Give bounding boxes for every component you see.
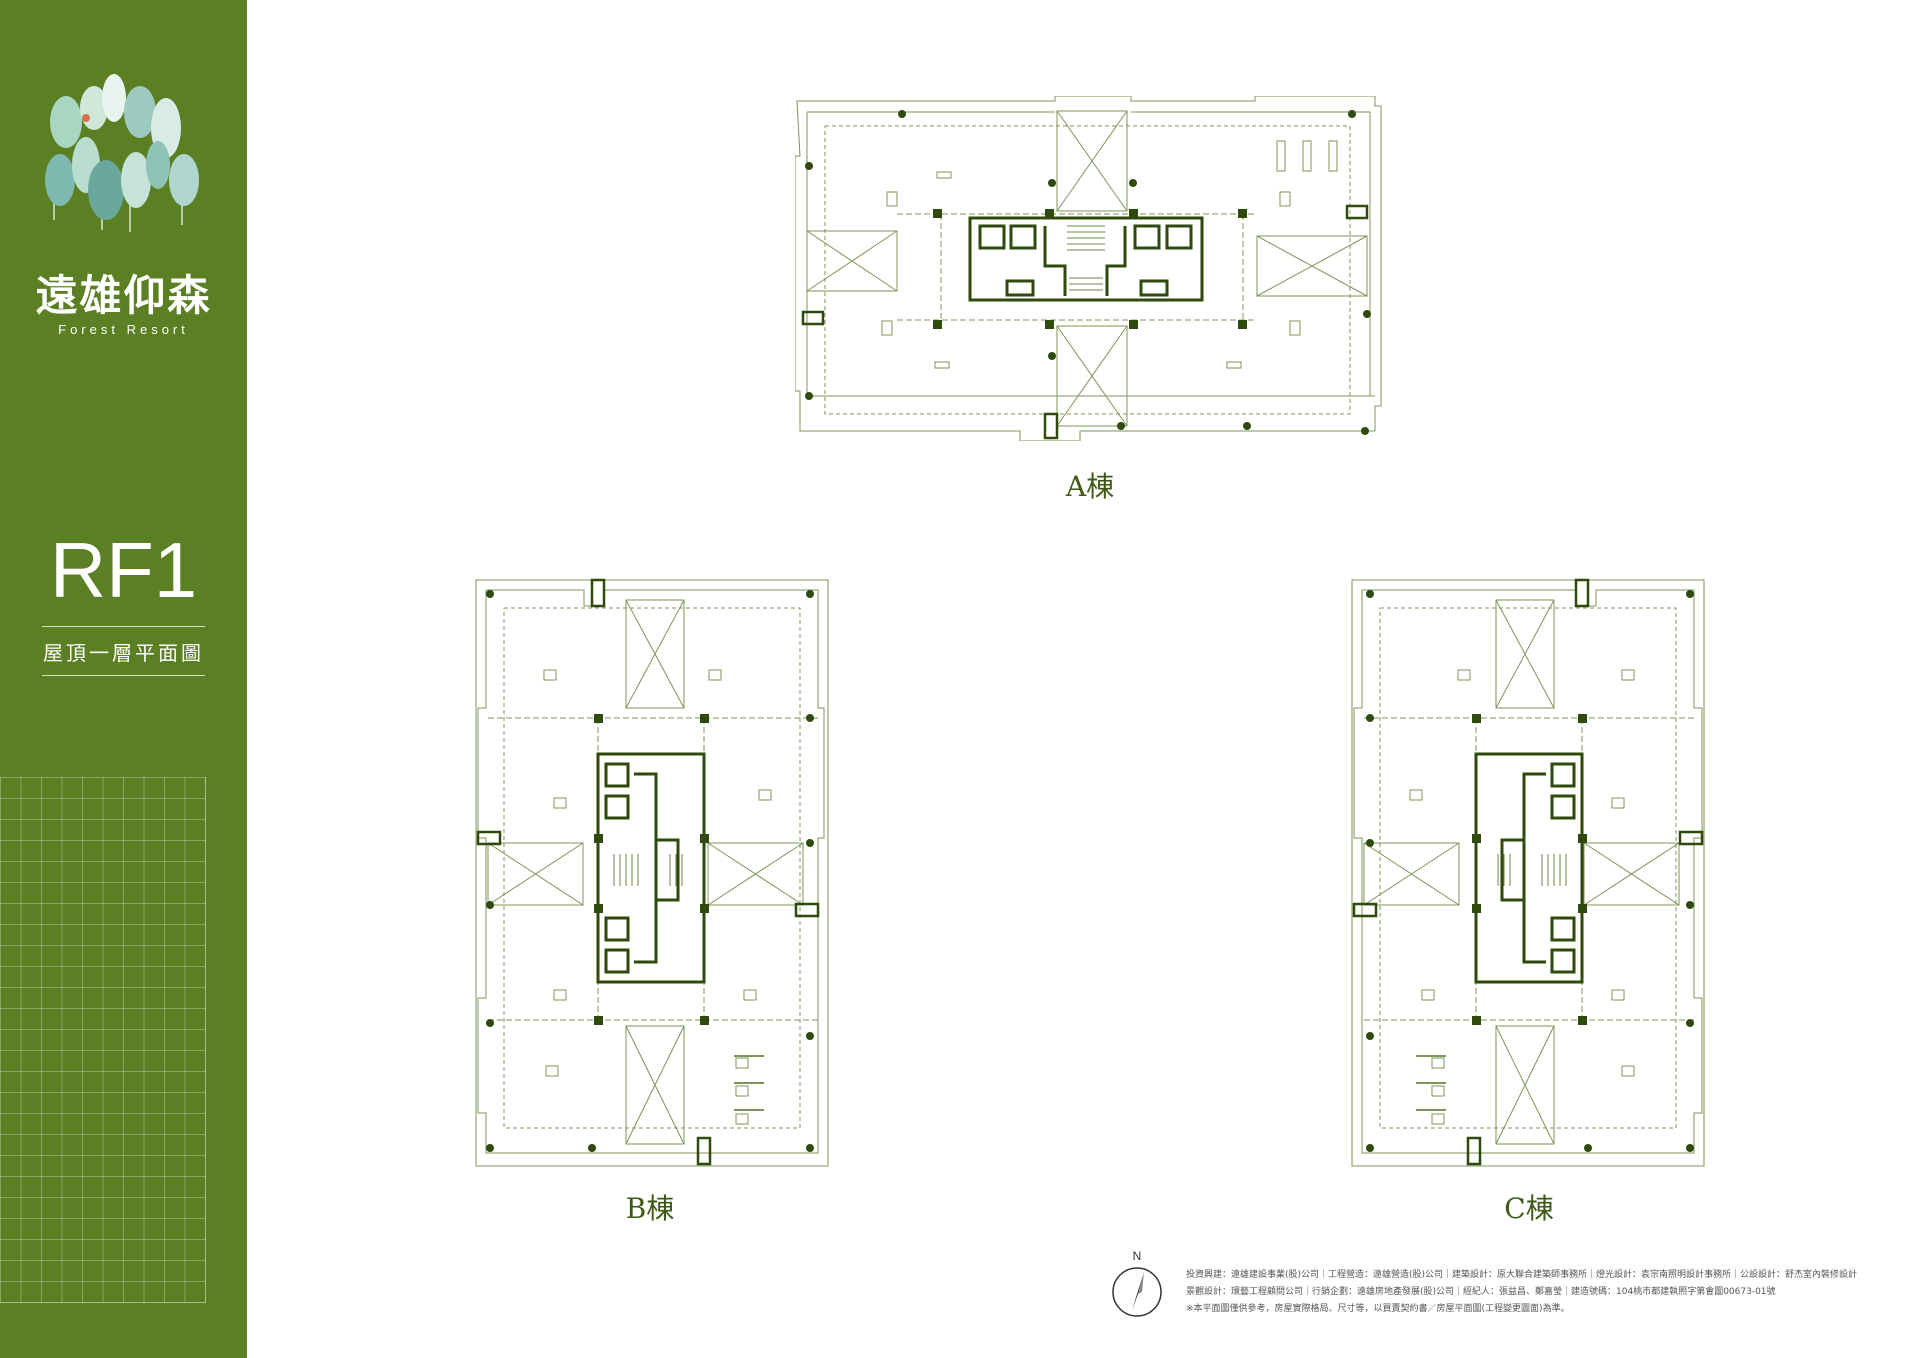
- north-label: N: [1133, 1249, 1142, 1263]
- floor-plan-building-c: [1351, 578, 1705, 1167]
- building-b-label: B棟: [625, 1192, 675, 1225]
- brand-name: 遠雄仰森: [35, 271, 212, 320]
- footer-credits: 投資興建：遠雄建設事業(股)公司｜工程營造：遠雄營造(股)公司｜建築設計：原大聯…: [1186, 1267, 1886, 1318]
- building-c-label: C棟: [1504, 1192, 1554, 1225]
- floor-plan-building-b: [475, 578, 829, 1167]
- brand-subtitle: Forest Resort: [58, 322, 189, 337]
- divider: [42, 626, 205, 627]
- credits-line-3: ※本平面圖僅供參考，房屋實際格局、尺寸等，以買賣契約書／房屋平面圖(工程變更圖面…: [1186, 1304, 1570, 1314]
- floor-description: 屋頂一層平面圖: [43, 641, 204, 665]
- floor-code: RF1: [49, 526, 198, 614]
- forest-logo-icon: [45, 74, 199, 232]
- floor-plan-building-a: [795, 96, 1382, 441]
- decorative-grid: [0, 777, 206, 1303]
- building-a-label: A棟: [1065, 470, 1115, 503]
- credits-line-2: 景觀設計：環藝工程顧問公司｜行銷企劃：遠雄房地產發展(股)公司｜經紀人：張益昌、…: [1186, 1287, 1776, 1297]
- credits-line-1: 投資興建：遠雄建設事業(股)公司｜工程營造：遠雄營造(股)公司｜建築設計：原大聯…: [1186, 1270, 1858, 1280]
- divider: [42, 675, 205, 676]
- north-arrow-icon: N: [1112, 1249, 1162, 1317]
- brand-sidebar: 遠雄仰森 Forest Resort RF1 屋頂一層平面圖: [0, 0, 247, 1358]
